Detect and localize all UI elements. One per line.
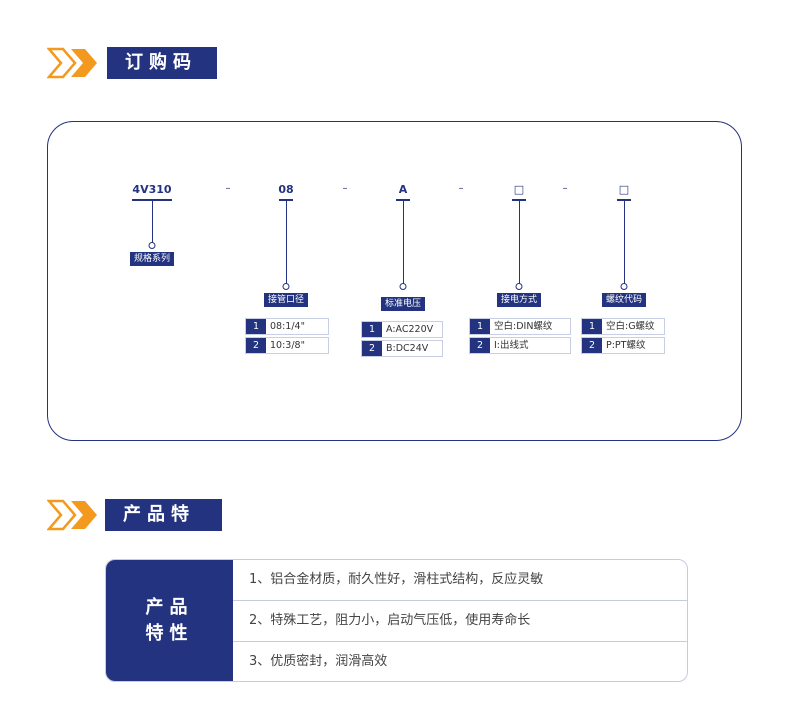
option-text: 10:3/8" — [270, 340, 305, 351]
connector-dot — [399, 283, 407, 290]
connector-dot — [282, 283, 290, 290]
option-text: P:PT螺纹 — [606, 340, 646, 351]
option-number: 1 — [470, 319, 490, 334]
option-text: 空白:G螺纹 — [606, 321, 655, 332]
option-row: 1 A:AC220V — [361, 321, 443, 338]
code-underline — [279, 199, 293, 201]
connector-line — [624, 201, 625, 284]
order-code-panel — [47, 121, 742, 441]
option-row: 1 空白:DIN螺纹 — [469, 318, 571, 335]
separator: – — [458, 183, 464, 194]
features-table: 产品 特性 1、铝合金材质，耐久性好，滑柱式结构，反应灵敏 2、特殊工艺，阻力小… — [105, 559, 688, 682]
separator: – — [562, 183, 568, 194]
code-voltage: A — [398, 183, 408, 196]
label-thread: 螺纹代码 — [601, 293, 647, 307]
options-voltage: 1 A:AC220V 2 B:DC24V — [361, 321, 443, 359]
double-chevron-icon — [47, 47, 97, 79]
connector-dot — [515, 283, 523, 290]
option-number: 2 — [582, 338, 602, 353]
code-series: 4V310 — [132, 183, 172, 196]
connector-line — [403, 201, 404, 284]
connector-line — [519, 201, 520, 284]
option-text: A:AC220V — [386, 324, 434, 335]
option-row: 2 B:DC24V — [361, 340, 443, 357]
option-row: 2 10:3/8" — [245, 337, 329, 354]
option-row: 1 08:1/4" — [245, 318, 329, 335]
feature-item: 2、特殊工艺，阻力小，启动气压低，使用寿命长 — [233, 600, 687, 640]
connector-line — [152, 201, 153, 243]
option-text: 空白:DIN螺纹 — [494, 321, 553, 332]
section-title: 产品特性 — [105, 499, 222, 557]
option-row: 1 空白:G螺纹 — [581, 318, 665, 335]
option-number: 2 — [470, 338, 490, 353]
option-text: B:DC24V — [386, 343, 429, 354]
code-connection: □ — [513, 183, 525, 196]
double-chevron-icon — [47, 499, 97, 531]
section-header-order-code: 订购码 — [47, 47, 217, 79]
features-heading-line: 特性 — [145, 622, 194, 644]
option-number: 1 — [246, 319, 266, 334]
code-underline — [512, 199, 526, 201]
option-row: 2 P:PT螺纹 — [581, 337, 665, 354]
option-number: 1 — [582, 319, 602, 334]
code-underline — [617, 199, 631, 201]
label-port-size: 接管口径 — [263, 293, 309, 307]
option-text: I:出线式 — [494, 340, 529, 351]
label-series: 规格系列 — [129, 252, 175, 266]
option-row: 2 I:出线式 — [469, 337, 571, 354]
code-port-size: 08 — [278, 183, 294, 196]
label-connection: 接电方式 — [496, 293, 542, 307]
label-voltage: 标准电压 — [380, 297, 426, 311]
section-title: 订购码 — [107, 47, 217, 79]
code-underline — [132, 199, 172, 201]
option-number: 1 — [362, 322, 382, 337]
options-thread: 1 空白:G螺纹 2 P:PT螺纹 — [581, 318, 665, 356]
separator: – — [225, 183, 231, 194]
code-underline — [396, 199, 410, 201]
feature-item: 1、铝合金材质，耐久性好，滑柱式结构，反应灵敏 — [249, 572, 544, 587]
connector-line — [286, 201, 287, 284]
features-heading: 产品 特性 — [106, 560, 233, 681]
connector-dot — [620, 283, 628, 290]
option-number: 2 — [246, 338, 266, 353]
feature-item: 3、优质密封，润滑高效 — [233, 641, 687, 681]
section-header-features: 产品特性 — [47, 499, 222, 557]
features-heading-line: 产品 — [145, 596, 194, 618]
code-thread: □ — [618, 183, 630, 196]
options-connection: 1 空白:DIN螺纹 2 I:出线式 — [469, 318, 571, 356]
options-port-size: 1 08:1/4" 2 10:3/8" — [245, 318, 329, 356]
connector-dot — [148, 242, 156, 249]
separator: – — [342, 183, 348, 194]
option-number: 2 — [362, 341, 382, 356]
option-text: 08:1/4" — [270, 321, 305, 332]
